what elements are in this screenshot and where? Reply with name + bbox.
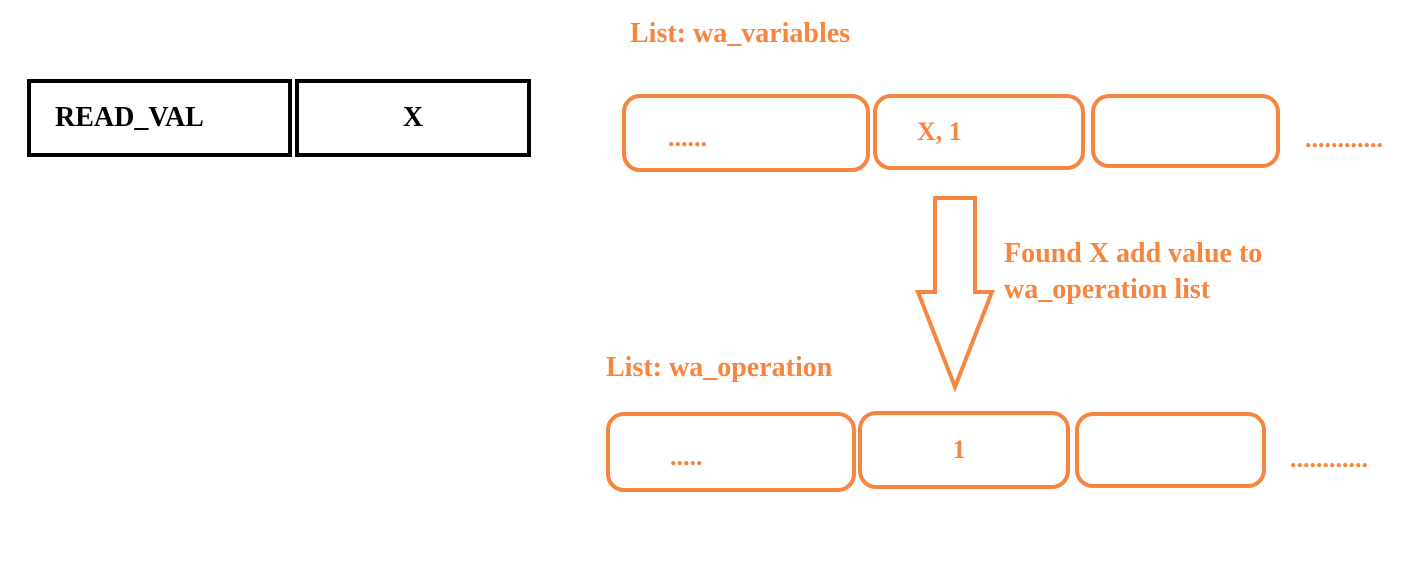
instruction-operand-box: X: [295, 79, 531, 157]
variables-list-trailing: ............: [1305, 124, 1383, 153]
operation-cell-2: [1075, 412, 1266, 488]
arrow-label-line2: wa_operation list: [1004, 274, 1211, 305]
instruction-opcode-box: READ_VAL: [27, 79, 292, 157]
operation-cell-1: 1: [858, 411, 1070, 489]
operation-list-trailing: ............: [1290, 444, 1368, 473]
instruction-opcode: READ_VAL: [55, 102, 204, 133]
variables-cell-2: [1091, 94, 1280, 168]
down-arrow-icon: [915, 196, 995, 392]
variables-cell-1-text: X, 1: [917, 117, 962, 146]
arrow-label-line1: Found X add value to: [1004, 238, 1263, 269]
operation-list-title: List: wa_operation: [606, 352, 833, 383]
operation-cell-0-text: .....: [670, 442, 703, 471]
operation-cell-0: .....: [606, 412, 856, 492]
variables-list-title: List: wa_variables: [630, 18, 851, 49]
variables-cell-1: X, 1: [873, 94, 1085, 170]
operation-cell-1-text: 1: [952, 435, 966, 464]
instruction-operand: X: [402, 102, 424, 133]
variables-cell-0: ......: [622, 94, 870, 172]
variables-cell-0-text: ......: [668, 123, 707, 152]
